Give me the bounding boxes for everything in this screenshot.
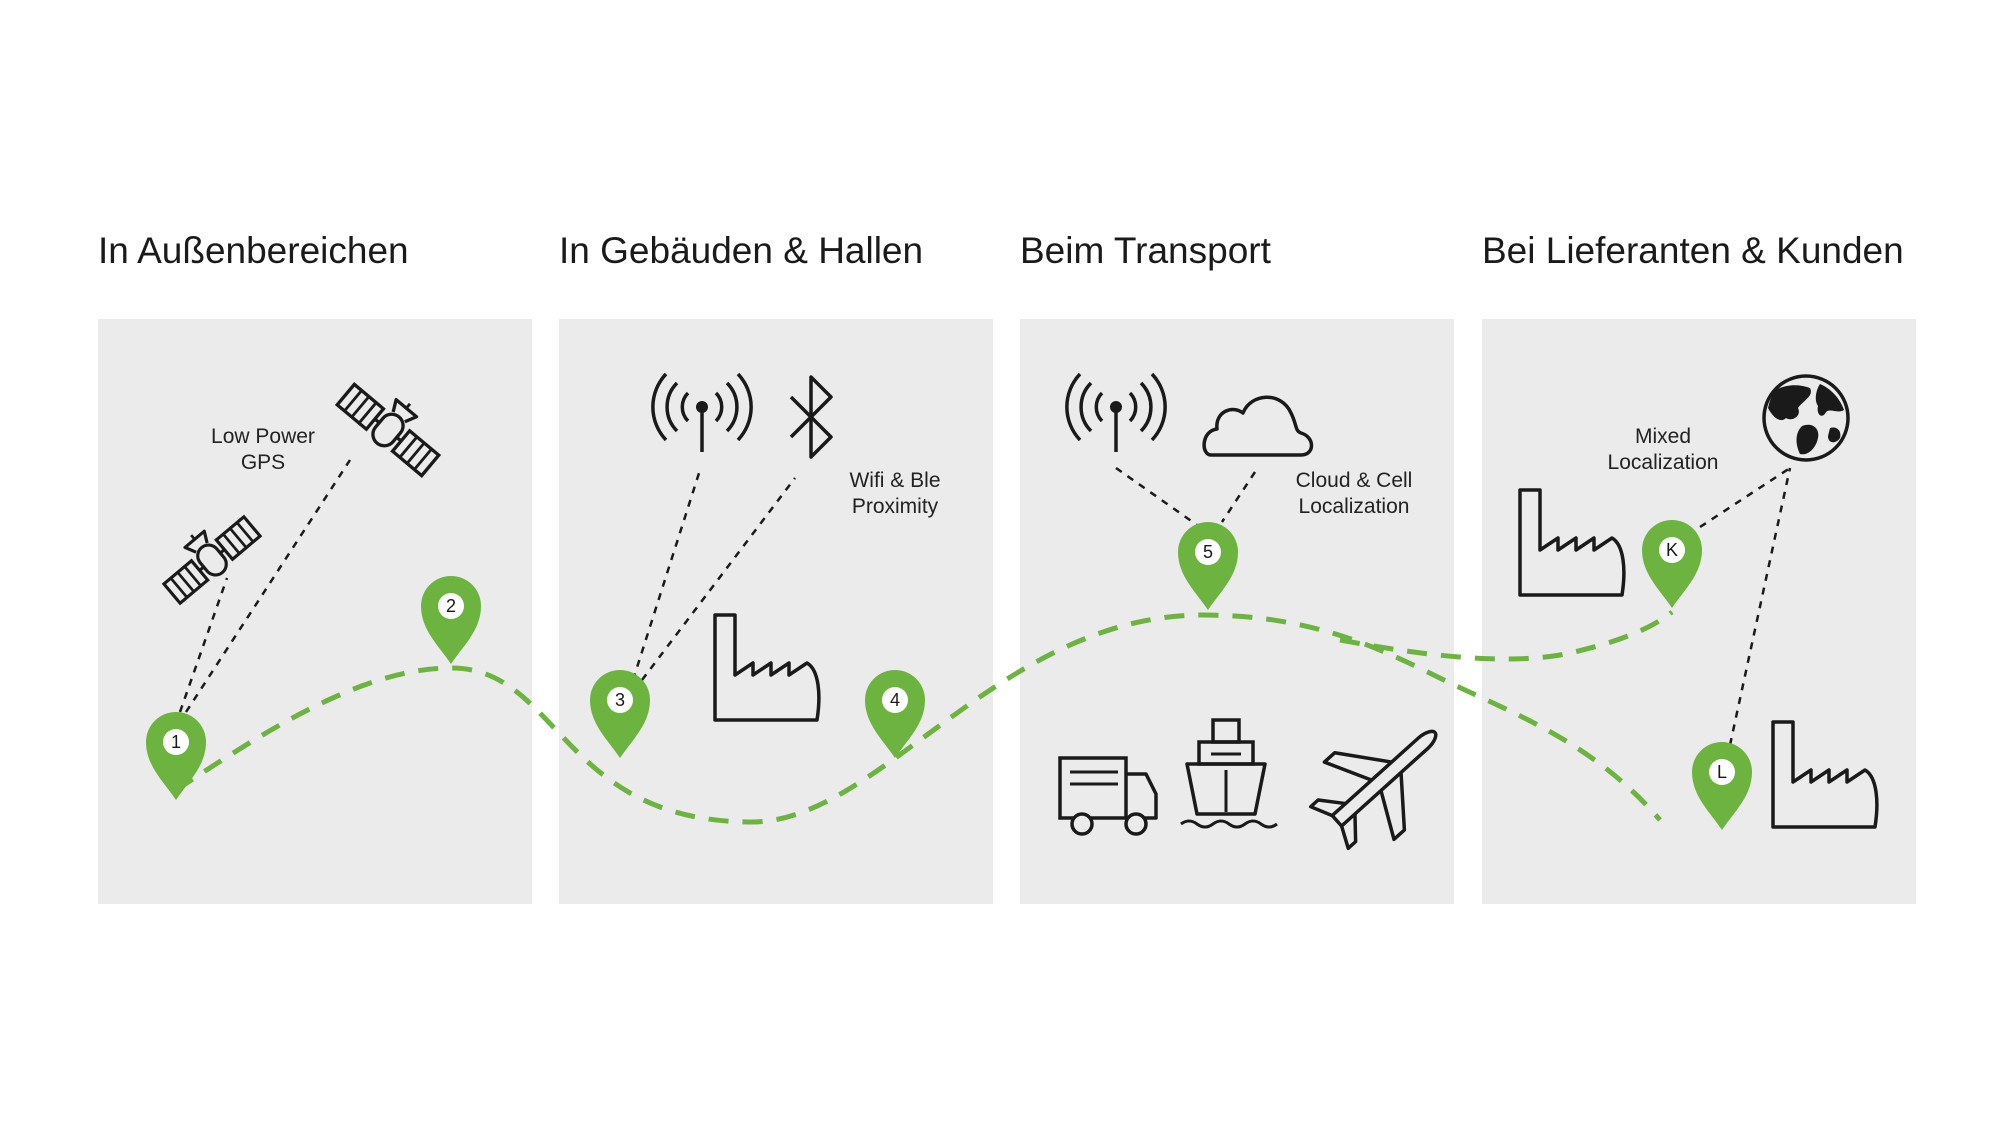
marker-pin-icon xyxy=(1692,742,1752,830)
satellite-icon xyxy=(333,366,454,481)
globe-icon xyxy=(1762,374,1850,462)
location-marker-1: 1 xyxy=(146,712,206,800)
route-path xyxy=(174,612,1662,825)
marker-label: 4 xyxy=(890,690,900,710)
marker-pin-icon xyxy=(146,712,206,800)
tech-label-mixed: Mixed Localization xyxy=(1553,424,1773,476)
route-branch-k xyxy=(1339,610,1674,662)
marker-badge xyxy=(1709,759,1735,785)
factory-icon xyxy=(1518,488,1626,597)
marker-pin-icon xyxy=(1642,520,1702,608)
location-marker-l: L xyxy=(1692,742,1752,830)
signal-lines xyxy=(178,459,1792,746)
panel-transport xyxy=(1020,319,1454,904)
marker-label: L xyxy=(1717,762,1727,782)
marker-badge xyxy=(882,687,908,713)
satellite-icon xyxy=(149,500,264,608)
factory-icon xyxy=(713,613,821,722)
tech-label-cloud: Cloud & Cell Localization xyxy=(1244,468,1464,520)
tech-label-gps-line2: GPS xyxy=(240,451,286,474)
marker-pin-icon xyxy=(1178,522,1238,610)
section-heading-transport: Beim Transport xyxy=(1020,230,1271,271)
section-heading-indoor: In Gebäuden & Hallen xyxy=(559,230,924,271)
location-marker-5: 5 xyxy=(1178,522,1238,610)
factory-icon xyxy=(1771,720,1879,829)
panel-indoor xyxy=(559,319,993,904)
marker-pin-icon xyxy=(865,670,925,758)
tech-label-mixed-line1: Mixed xyxy=(1634,425,1692,448)
truck-icon xyxy=(1058,756,1158,836)
tech-label-gps: Low Power GPS xyxy=(153,424,373,476)
marker-label: 2 xyxy=(446,596,456,616)
location-marker-2: 2 xyxy=(421,576,481,664)
marker-pin-icon xyxy=(590,670,650,758)
wifi-signal-icon xyxy=(1065,372,1167,454)
tech-label-gps-line1: Low Power xyxy=(211,425,315,448)
wifi-signal-icon xyxy=(651,372,753,454)
tech-label-wifi-line2: Proximity xyxy=(851,495,939,518)
location-marker-4: 4 xyxy=(865,670,925,758)
marker-badge xyxy=(1195,539,1221,565)
bluetooth-icon xyxy=(789,375,833,459)
marker-badge xyxy=(607,687,633,713)
marker-badge xyxy=(1659,537,1685,563)
tech-label-wifi-line1: Wifi & Ble xyxy=(849,469,941,492)
marker-label: 1 xyxy=(171,732,181,752)
section-heading-suppliers: Bei Lieferanten & Kunden xyxy=(1482,230,1904,271)
location-marker-k: K xyxy=(1642,520,1702,608)
cloud-icon xyxy=(1202,395,1314,457)
marker-label: 3 xyxy=(615,690,625,710)
marker-pin-icon xyxy=(421,576,481,664)
tech-label-wifi: Wifi & Ble Proximity xyxy=(785,468,1005,520)
marker-label: 5 xyxy=(1203,542,1213,562)
tech-label-cloud-line2: Localization xyxy=(1298,495,1410,518)
ship-icon xyxy=(1180,718,1278,829)
marker-badge xyxy=(438,593,464,619)
location-marker-3: 3 xyxy=(590,670,650,758)
tech-label-cloud-line1: Cloud & Cell xyxy=(1295,469,1413,492)
marker-badge xyxy=(163,729,189,755)
airplane-icon xyxy=(1308,729,1438,851)
marker-label: K xyxy=(1666,540,1678,560)
section-heading-outdoor: In Außenbereichen xyxy=(98,230,409,271)
panel-suppliers xyxy=(1482,319,1916,904)
tech-label-mixed-line2: Localization xyxy=(1607,451,1719,474)
